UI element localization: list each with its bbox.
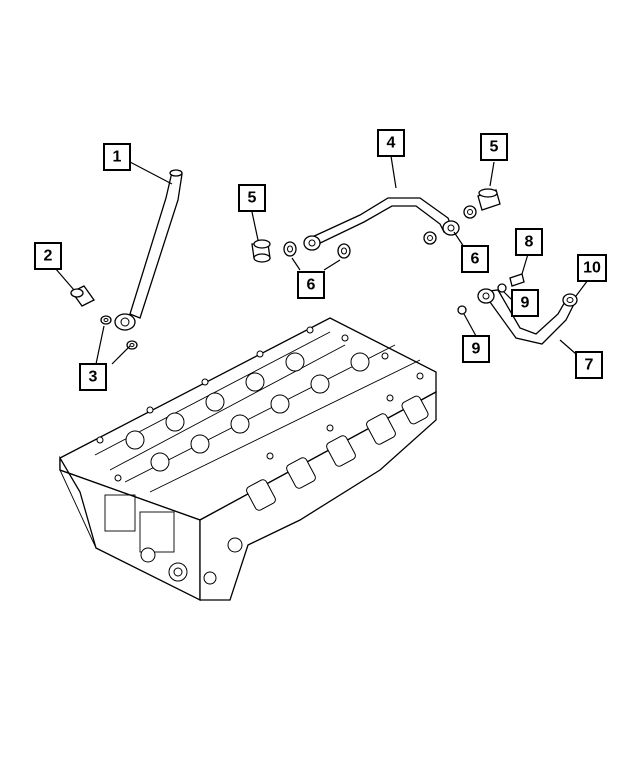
- callout-4: 4: [377, 129, 405, 157]
- oil-tube-part-1: [114, 169, 183, 331]
- callout-8: 8: [515, 228, 543, 256]
- callout-10-label: 10: [583, 260, 601, 277]
- clamp-part-10: [562, 293, 578, 307]
- callout-9-upper-label: 9: [521, 295, 530, 312]
- callout-3-label: 3: [89, 369, 98, 386]
- leader-4: [390, 155, 397, 189]
- callout-7: 7: [575, 351, 603, 379]
- callout-6-left-label: 6: [307, 277, 316, 294]
- leader-5-right: [489, 161, 495, 187]
- leader-6b: [323, 259, 341, 271]
- leader-1: [129, 161, 173, 185]
- callout-2: 2: [34, 242, 62, 270]
- bolt-part-8: [509, 273, 525, 287]
- leader-10: [575, 279, 589, 297]
- callout-9-lower-label: 9: [472, 341, 481, 358]
- leader-8: [521, 253, 529, 275]
- callout-5-left: 5: [238, 184, 266, 212]
- callout-6-left: 6: [297, 271, 325, 299]
- callout-10: 10: [577, 254, 607, 282]
- callout-5-right: 5: [480, 133, 508, 161]
- callout-7-label: 7: [585, 357, 594, 374]
- callout-1-label: 1: [113, 149, 122, 166]
- leader-6a: [291, 257, 301, 271]
- feed-pipe-part-4: [303, 197, 460, 251]
- leader-7: [559, 339, 577, 355]
- leader-lines: [54, 155, 589, 365]
- banjo-bolt-part-5-right: [477, 188, 501, 211]
- banjo-bolt-part-2: [70, 285, 95, 307]
- callout-9-lower: 9: [462, 335, 490, 363]
- callout-3: 3: [79, 363, 107, 391]
- leader-5-left: [251, 211, 259, 241]
- callout-8-label: 8: [525, 234, 534, 251]
- callout-9-upper: 9: [511, 289, 539, 317]
- leader-3b: [111, 345, 131, 365]
- leader-2: [54, 267, 75, 291]
- leader-9b: [503, 291, 513, 301]
- leader-9a: [463, 313, 477, 337]
- callout-4-label: 4: [387, 135, 396, 152]
- callout-5-right-label: 5: [490, 139, 499, 156]
- leader-3a: [95, 325, 105, 365]
- callout-6-right: 6: [461, 245, 489, 273]
- washers-part-9: [457, 283, 507, 315]
- banjo-bolt-part-5-left: [251, 239, 271, 263]
- callout-1: 1: [103, 143, 131, 171]
- callout-5-left-label: 5: [248, 190, 257, 207]
- callout-2-label: 2: [44, 248, 53, 265]
- callout-6-right-label: 6: [471, 251, 480, 268]
- washers-part-6: [283, 205, 477, 259]
- cylinder-head: [59, 317, 437, 602]
